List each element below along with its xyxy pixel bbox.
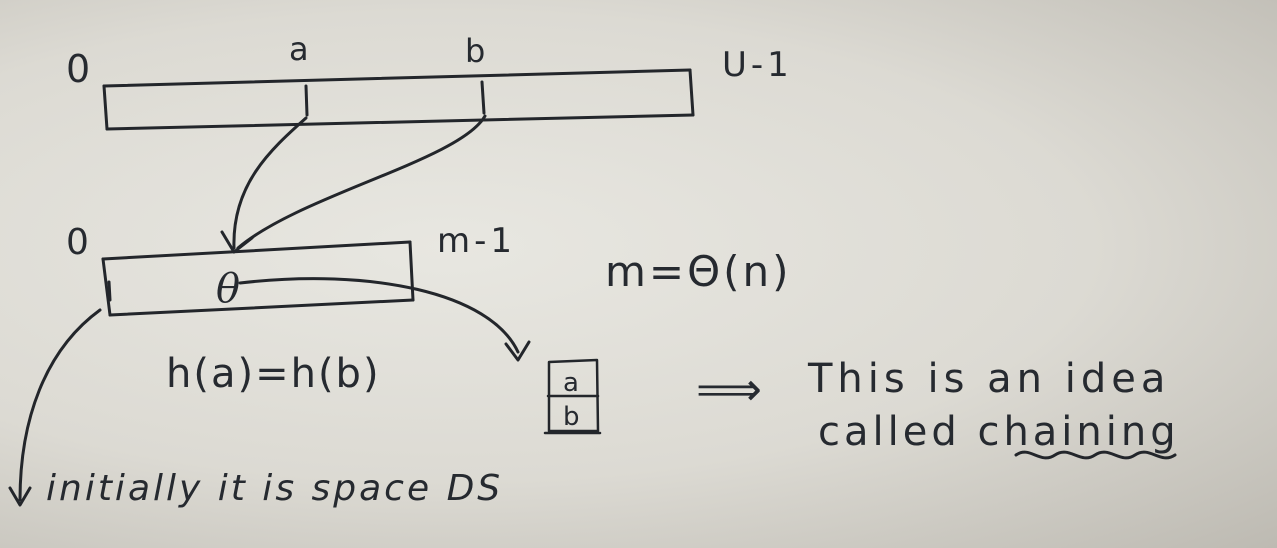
universe-end-label: U-1 xyxy=(722,45,793,85)
emphasis-underline xyxy=(1014,450,1177,460)
hash-table-left-edge xyxy=(101,257,112,317)
hash-table-right-edge xyxy=(408,240,415,302)
implies-arrow: ⟹ xyxy=(696,362,762,416)
chain-list xyxy=(543,358,602,435)
hash-arrow-b xyxy=(236,114,487,250)
key-a-label: a xyxy=(289,30,309,68)
chain-pointer-arrowhead xyxy=(504,340,531,362)
universe-start-label: 0 xyxy=(66,47,90,91)
chain-pointer-arrow xyxy=(238,277,520,354)
universe-array-top-edge xyxy=(102,68,692,88)
slot-chain-mark: θ xyxy=(216,266,240,312)
chain-item-b: b xyxy=(563,402,580,432)
chain-pointer xyxy=(238,277,531,362)
key-b-tick xyxy=(480,80,486,115)
hash-table-bottom-edge xyxy=(108,298,415,317)
key-b-label: b xyxy=(465,32,485,70)
key-a-tick xyxy=(304,84,309,117)
hash-table-slot-0-tick xyxy=(107,280,112,302)
table-end-label: m-1 xyxy=(437,221,516,261)
universe-array xyxy=(102,68,695,131)
universe-array-left-edge xyxy=(102,84,109,131)
table-size-relation: m=Θ(n) xyxy=(605,247,792,296)
hash-arrowhead xyxy=(220,230,254,254)
chain-list-box xyxy=(547,358,600,433)
footer-pointer xyxy=(8,308,102,507)
footer-pointer-arrow xyxy=(18,308,102,502)
note-line-2: called chaining xyxy=(818,409,1180,455)
hash-table-top-edge xyxy=(101,240,412,261)
note-line-2-prefix: called xyxy=(818,409,977,455)
hash-arrow-a xyxy=(232,116,308,250)
footer-note: initially it is space DS xyxy=(46,468,503,509)
chain-item-a: a xyxy=(563,368,579,398)
note-line-1: This is an idea xyxy=(807,356,1170,402)
collision-equation: h(a)=h(b) xyxy=(166,351,381,397)
note-emphasis: chaining xyxy=(977,409,1179,455)
universe-array-bottom-edge xyxy=(105,113,695,131)
table-start-label: 0 xyxy=(66,222,89,263)
footer-pointer-arrowhead xyxy=(8,486,32,507)
hash-table xyxy=(101,240,415,317)
universe-array-right-edge xyxy=(688,68,695,117)
